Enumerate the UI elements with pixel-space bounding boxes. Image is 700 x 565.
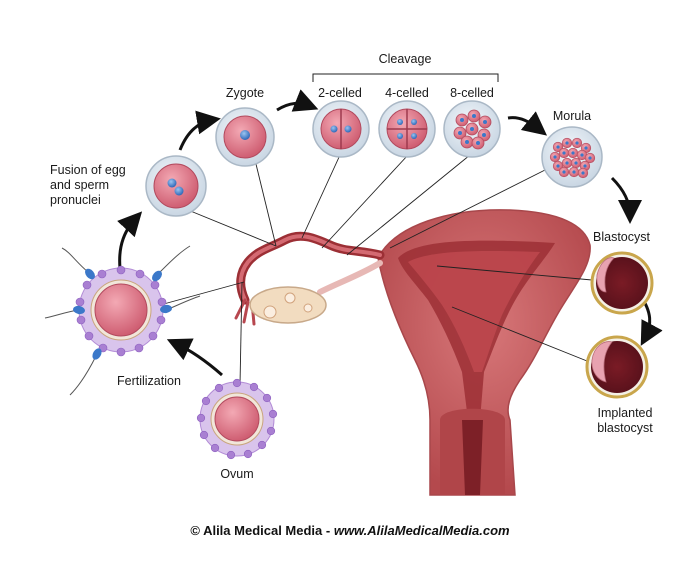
eight-celled-embryo (443, 100, 501, 158)
label-2-celled: 2-celled (318, 86, 362, 100)
two-celled-embryo (312, 100, 370, 158)
arrow-8celled-to-morula (507, 111, 548, 136)
credit-prefix: © Alila Medical Media - (190, 523, 334, 538)
label-8-celled: 8-celled (450, 86, 494, 100)
arrow-zygote-to-2celled (276, 89, 319, 112)
nucleus (240, 130, 250, 140)
arrow-morula-to-blastocyst (610, 176, 642, 224)
label-zygote: Zygote (225, 86, 265, 100)
ovary (249, 260, 383, 324)
label-morula: Morula (552, 109, 592, 123)
ovum-cell (196, 378, 278, 460)
label-fusion-line3: pronuclei (50, 193, 101, 207)
label-implanted: Implanted blastocyst (580, 406, 670, 436)
copyright-credit: © Alila Medical Media - www.AlilaMedical… (0, 523, 700, 538)
label-fertilization: Fertilization (117, 374, 181, 388)
connector-lines (159, 154, 593, 386)
label-ovum: Ovum (220, 467, 254, 481)
label-implanted-line2: blastocyst (597, 421, 653, 435)
label-fusion: Fusion of egg and sperm pronuclei (50, 163, 126, 208)
cleavage-bracket (312, 73, 499, 82)
label-fusion-line1: Fusion of egg (50, 163, 126, 177)
arrow-fusion-to-zygote (178, 110, 221, 151)
arrow-fertilization-to-fusion (117, 211, 143, 269)
fertilization-egg (44, 245, 201, 396)
label-fusion-line2: and sperm (50, 178, 110, 192)
implanted-blastocyst-cell (585, 335, 649, 399)
credit-url: www.AlilaMedicalMedia.com (333, 523, 510, 538)
blastocyst-cell (590, 251, 654, 315)
morula-cell (541, 126, 603, 188)
label-implanted-line1: Implanted (597, 406, 653, 420)
uterus (377, 209, 591, 496)
fallopian-tube (234, 231, 385, 326)
label-cleavage: Cleavage (378, 52, 432, 66)
label-4-celled: 4-celled (385, 86, 429, 100)
fusion-cell (145, 155, 207, 217)
four-celled-embryo (378, 100, 436, 158)
arrow-ovum-to-fertilization (166, 338, 223, 377)
label-blastocyst: Blastocyst (593, 230, 650, 244)
cycle-arrows (117, 89, 663, 377)
zygote-cell (215, 107, 275, 167)
